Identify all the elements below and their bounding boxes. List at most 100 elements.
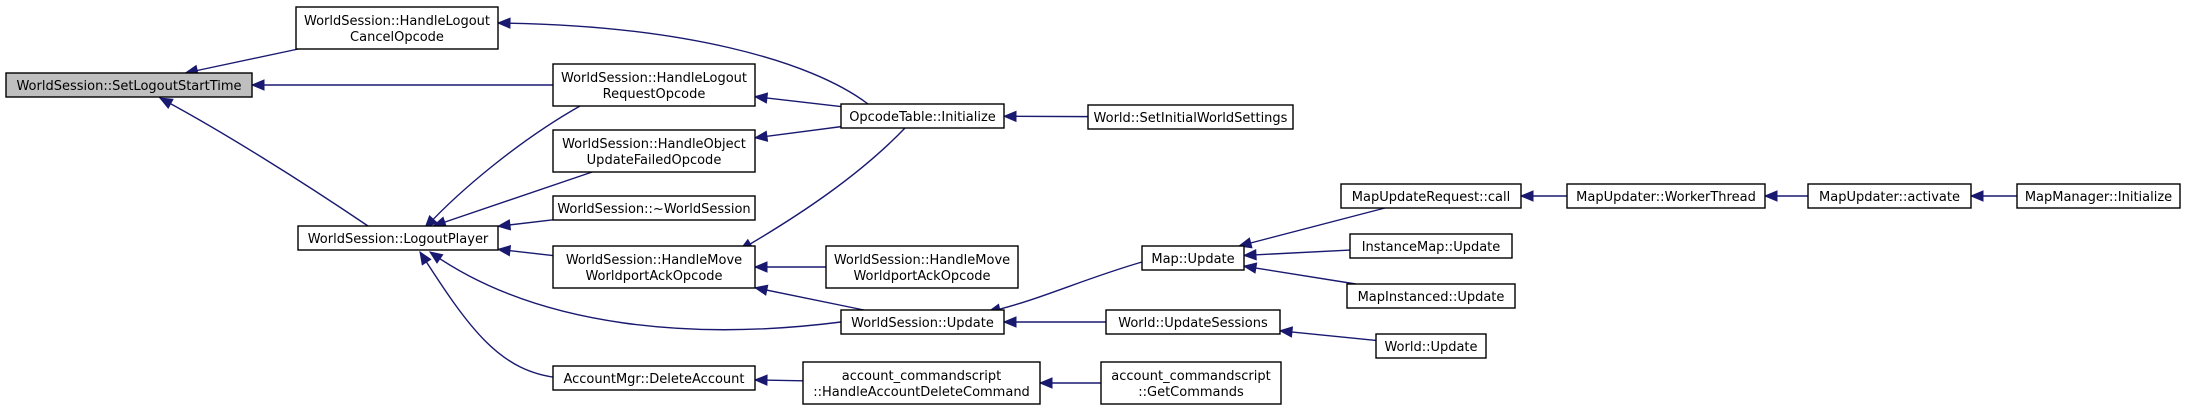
edge-logout-to-root — [159, 97, 369, 227]
node-mapinst-box — [1346, 283, 1516, 309]
node-accmd-label-1: ::HandleAccountDeleteCommand — [813, 385, 1030, 400]
edge-mapupd-to-wsupd — [987, 261, 1143, 313]
node-mapupd[interactable]: Map::Update — [1141, 245, 1245, 271]
edge-initws-to-opinit-arrowhead — [1002, 110, 1017, 123]
node-cancel-box — [295, 6, 499, 50]
node-logreq-label-0: WorldSession::HandleLogout — [561, 71, 747, 86]
node-delacct[interactable]: AccountMgr::DeleteAccount — [552, 365, 756, 391]
edge-worker-to-mureq-arrowhead — [1519, 190, 1534, 202]
node-mureq[interactable]: MapUpdateRequest::call — [1340, 183, 1522, 209]
edge-cancel-to-root — [185, 48, 299, 74]
node-mureq-label-0: MapUpdateRequest::call — [1352, 190, 1510, 205]
node-opinit[interactable]: OpcodeTable::Initialize — [840, 103, 1005, 129]
edge-logreq-to-root-arrowhead — [250, 79, 265, 91]
node-worker-box — [1566, 183, 1766, 209]
node-objfail-label-0: WorldSession::HandleObject — [562, 137, 746, 152]
node-mapupd-label-0: Map::Update — [1151, 252, 1234, 267]
node-delacct-label-0: AccountMgr::DeleteAccount — [563, 372, 744, 387]
node-worker-label-0: MapUpdater::WorkerThread — [1576, 190, 1756, 205]
node-mminit-box — [2016, 183, 2181, 209]
node-dtor-label-0: WorldSession::~WorldSession — [557, 202, 750, 217]
edge-instupd-to-mapupd-arrowhead — [1242, 249, 1257, 261]
node-getcmd-label-0: account_commandscript — [1111, 369, 1270, 384]
node-objfail[interactable]: WorldSession::HandleObjectUpdateFailedOp… — [552, 129, 756, 173]
node-cancel-label-0: WorldSession::HandleLogout — [304, 14, 490, 29]
edge-wsupd-to-movea — [754, 287, 865, 311]
edge-updsess-to-wsupd-arrowhead — [1002, 316, 1017, 328]
node-getcmd-box — [1100, 361, 1282, 405]
edges-layer — [158, 17, 2017, 389]
node-moveb-box — [825, 245, 1019, 289]
node-mapupd-box — [1141, 245, 1245, 271]
node-logout[interactable]: WorldSession::LogoutPlayer — [297, 225, 499, 251]
node-updsess-box — [1105, 309, 1281, 335]
node-worldupd-box — [1375, 333, 1487, 359]
node-initws[interactable]: World::SetInitialWorldSettings — [1087, 104, 1294, 130]
edge-wsupd-to-movea-arrowhead — [753, 284, 769, 296]
node-getcmd[interactable]: account_commandscript::GetCommands — [1100, 361, 1282, 405]
edge-dtor-to-logout-arrowhead — [496, 219, 512, 231]
node-mureq-box — [1340, 183, 1522, 209]
node-dtor-box — [552, 195, 756, 221]
edge-logout-to-root-arrowhead — [158, 97, 174, 109]
edge-activate-to-worker-arrowhead — [1763, 190, 1778, 202]
node-accmd-box — [802, 361, 1041, 405]
node-accmd[interactable]: account_commandscript::HandleAccountDele… — [802, 361, 1041, 405]
node-root[interactable]: WorldSession::SetLogoutStartTime — [5, 72, 253, 98]
node-wsupd[interactable]: WorldSession::Update — [840, 309, 1005, 335]
node-mapinst[interactable]: MapInstanced::Update — [1346, 283, 1516, 309]
edge-opinit-to-cancel-arrowhead — [496, 17, 511, 29]
node-worker[interactable]: MapUpdater::WorkerThread — [1566, 183, 1766, 209]
edge-mureq-to-mapupd — [1238, 207, 1386, 247]
node-worldupd-label-0: World::Update — [1384, 340, 1477, 355]
node-accmd-label-0: account_commandscript — [842, 369, 1001, 384]
node-logout-box — [297, 225, 499, 251]
edge-mminit-to-activate-arrowhead — [1969, 190, 1984, 202]
node-opinit-box — [840, 103, 1005, 129]
node-logout-label-0: WorldSession::LogoutPlayer — [308, 232, 489, 247]
node-logreq-box — [552, 63, 756, 107]
node-updsess[interactable]: World::UpdateSessions — [1105, 309, 1281, 335]
edge-delacct-to-logout-arrowhead — [419, 250, 432, 266]
node-opinit-label-0: OpcodeTable::Initialize — [849, 110, 996, 125]
edge-moveb-to-movea-arrowhead — [753, 261, 768, 273]
node-instupd[interactable]: InstanceMap::Update — [1349, 233, 1513, 259]
node-mapinst-label-0: MapInstanced::Update — [1358, 290, 1505, 305]
edge-accmd-to-delacct-arrowhead — [753, 374, 768, 386]
edge-delacct-to-logout — [419, 251, 561, 379]
node-dtor[interactable]: WorldSession::~WorldSession — [552, 195, 756, 221]
edge-opinit-to-logreq-arrowhead — [753, 92, 769, 104]
node-activate[interactable]: MapUpdater::activate — [1807, 183, 1972, 209]
node-instupd-box — [1349, 233, 1513, 259]
node-updsess-label-0: World::UpdateSessions — [1118, 316, 1268, 331]
edge-worldupd-to-updsess-arrowhead — [1278, 326, 1294, 338]
node-delacct-box — [552, 365, 756, 391]
node-movea-label-0: WorldSession::HandleMove — [566, 253, 742, 268]
edge-opinit-to-objfail-arrowhead — [753, 130, 769, 142]
node-root-label-0: WorldSession::SetLogoutStartTime — [16, 79, 241, 94]
edge-wsupd-to-logout — [429, 251, 842, 331]
node-wsupd-label-0: WorldSession::Update — [851, 316, 994, 331]
edge-opinit-to-objfail — [754, 125, 842, 139]
edge-opinit-to-logreq — [754, 95, 842, 108]
node-movea-box — [552, 245, 756, 289]
node-mminit-label-0: MapManager::Initialize — [2025, 190, 2172, 205]
node-worldupd[interactable]: World::Update — [1375, 333, 1487, 359]
node-activate-box — [1807, 183, 1972, 209]
node-initws-box — [1087, 104, 1294, 130]
node-instupd-label-0: InstanceMap::Update — [1362, 240, 1501, 255]
edge-worldupd-to-updsess — [1279, 330, 1377, 342]
node-mminit[interactable]: MapManager::Initialize — [2016, 183, 2181, 209]
edge-opinit-to-cancel — [497, 22, 869, 105]
node-moveb[interactable]: WorldSession::HandleMoveWorldportAckOpco… — [825, 245, 1019, 289]
node-objfail-label-1: UpdateFailedOpcode — [587, 153, 722, 168]
node-wsupd-box — [840, 309, 1005, 335]
edge-objfail-to-logout — [433, 171, 593, 227]
node-cancel-label-1: CancelOpcode — [350, 30, 444, 45]
edge-opinit-to-movea — [739, 127, 906, 251]
node-root-box — [5, 72, 253, 98]
node-movea[interactable]: WorldSession::HandleMoveWorldportAckOpco… — [552, 245, 756, 289]
